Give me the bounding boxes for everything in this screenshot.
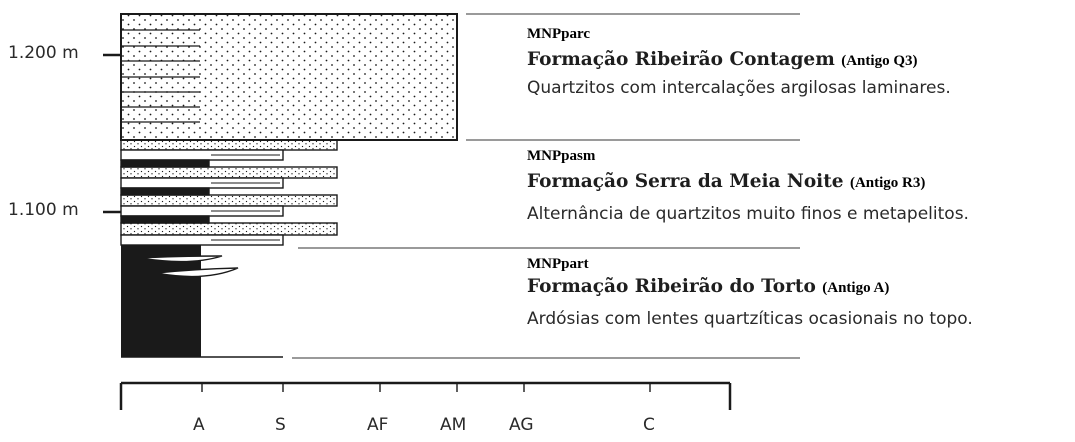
slate-block	[121, 245, 201, 357]
metapelite-dark-band	[120, 159, 210, 168]
elevation-label-1200: 1.200 m	[8, 43, 79, 63]
fine-quartzite-bed	[120, 222, 338, 236]
formation-code: MNPparc	[527, 26, 591, 42]
fine-quartzite-bed	[120, 166, 338, 179]
grain-label-af: AF	[367, 415, 389, 435]
metapelite-laminae	[211, 154, 280, 241]
quartzite-lens	[155, 267, 239, 278]
formation-name-text: Formação Serra da Meia Noite	[527, 171, 844, 192]
elevation-ticks	[103, 53, 121, 214]
formation-description: Ardósias com lentes quartzíticas ocasion…	[527, 309, 973, 329]
formation-old-name: (Antigo Q3)	[841, 53, 918, 69]
grain-label-ag: AG	[509, 415, 534, 435]
formation-name-text: Formação Ribeirão do Torto	[527, 276, 816, 297]
grain-label-am: AM	[440, 415, 467, 435]
grain-label-c: C	[643, 415, 655, 435]
grain-label-s: S	[275, 415, 286, 435]
metapelite-bed	[120, 234, 284, 246]
formation-old-name: (Antigo A)	[822, 280, 890, 296]
argillaceous-laminae	[121, 29, 200, 123]
unit-ribeirao-do-torto-column	[121, 245, 283, 358]
formation-name: Formação Serra da Meia Noite (Antigo R3)	[527, 171, 926, 192]
formation-code: MNPpart	[527, 256, 589, 272]
unit-serra-da-meia-noite-column	[120, 139, 338, 246]
metapelite-dark-band	[120, 215, 210, 224]
formation-code: MNPpasm	[527, 148, 596, 164]
elevation-label-1100: 1.100 m	[8, 200, 79, 220]
metapelite-dark-band	[120, 187, 210, 196]
formation-name: Formação Ribeirão do Torto (Antigo A)	[527, 276, 890, 297]
formation-description: Quartzitos com intercalações argilosas l…	[527, 78, 951, 98]
grain-label-a: A	[193, 415, 205, 435]
formation-name: Formação Ribeirão Contagem (Antigo Q3)	[527, 49, 918, 70]
grain-size-axis	[119, 381, 732, 410]
formation-boundaries	[292, 13, 800, 359]
unit-ribeirao-contagem-column	[120, 13, 458, 141]
fine-quartzite-bed	[120, 139, 338, 151]
formation-description: Alternância de quartzitos muito finos e …	[527, 204, 969, 224]
fine-quartzite-bed	[120, 194, 338, 207]
quartzite-lens	[139, 255, 223, 263]
formation-name-text: Formação Ribeirão Contagem	[527, 49, 835, 70]
formation-old-name: (Antigo R3)	[849, 175, 926, 191]
